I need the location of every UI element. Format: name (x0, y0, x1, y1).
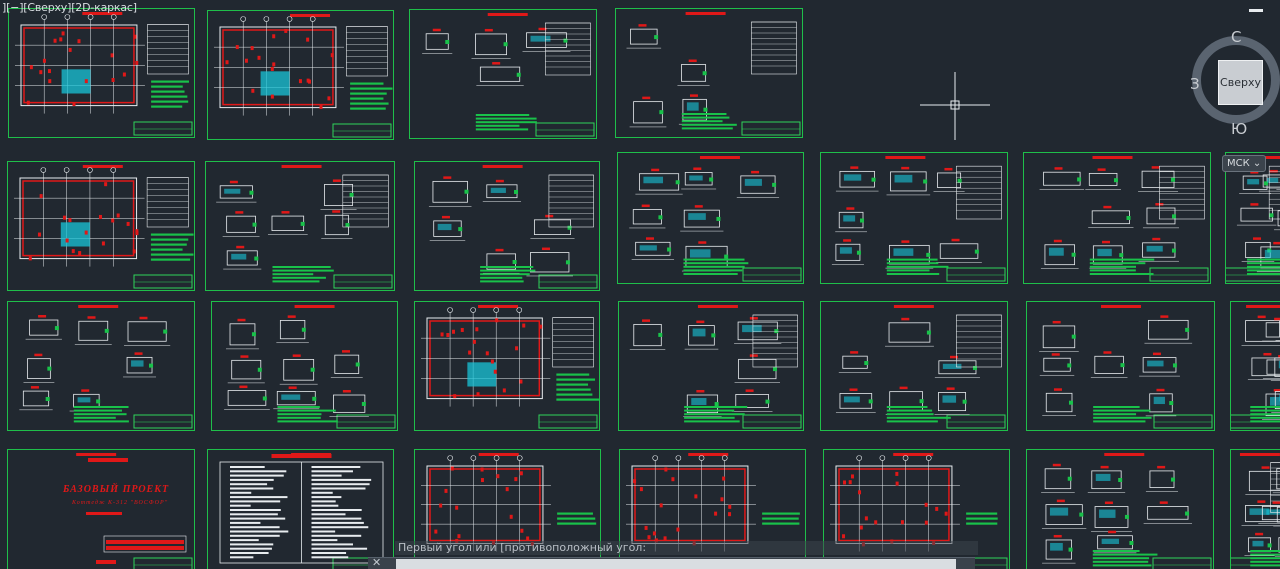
wcs-menu[interactable]: МСК ⌄ (1222, 155, 1267, 172)
drawing-sheet-index-table[interactable] (207, 449, 394, 569)
sheet-graphics (224, 305, 396, 429)
drawing-sheet-sections-i[interactable] (1026, 301, 1215, 431)
sheet-graphics (19, 305, 193, 429)
sheet-graphics (629, 305, 802, 429)
view-cube-top-face[interactable]: Сверху (1218, 60, 1263, 105)
command-bar[interactable]: ✕ (368, 556, 975, 569)
sheet-graphics (216, 165, 393, 289)
drawing-sheet-grid-plan-a[interactable] (414, 449, 601, 569)
compass-ring[interactable] (1192, 36, 1280, 124)
command-history: Первый угол или [противоположный угол: (395, 541, 978, 555)
sheet-graphics (421, 305, 599, 429)
drawing-sheet-sections-e[interactable] (1023, 152, 1211, 284)
sheet-graphics (1039, 305, 1213, 429)
sheet-graphics (214, 14, 393, 138)
sheet-graphics (428, 165, 598, 289)
drawing-sheet-sections-b[interactable] (414, 161, 600, 291)
sheet-graphics (1041, 453, 1212, 569)
drawing-sheet-column-details-a[interactable] (7, 301, 195, 431)
compass-west[interactable]: З (1190, 75, 1200, 93)
drawing-sheet-plan-foundation[interactable] (7, 161, 195, 291)
cover-subtitle: Коттедж К-312 "ВОСФОР" (72, 500, 169, 506)
chevron-down-icon: ⌄ (1252, 158, 1262, 169)
sheet-graphics (830, 453, 1008, 569)
drawing-sheet-plan-roof[interactable] (414, 301, 600, 431)
drawing-sheet-sections-f[interactable] (1225, 152, 1280, 284)
sheet-graphics (1231, 453, 1280, 567)
command-input[interactable] (396, 559, 956, 569)
compass-north[interactable]: С (1231, 28, 1242, 46)
sheet-graphics (626, 12, 801, 136)
drawing-sheet-details-grid[interactable] (409, 9, 597, 139)
drawing-sheet-grid-plan-c[interactable] (823, 449, 1010, 569)
sheet-graphics (831, 156, 1006, 282)
drawing-sheet-sections-a[interactable] (205, 161, 395, 291)
viewport-controls-label[interactable]: ][−][Сверху][2D-каркас] (2, 1, 137, 14)
home-icon[interactable] (1248, 5, 1264, 15)
sheet-graphics (422, 13, 595, 137)
sheet-graphics (1231, 305, 1280, 429)
drawing-sheet-sections-c[interactable] (617, 152, 804, 284)
crosshair-cursor (920, 72, 990, 140)
drawing-sheet-plan-floor-1[interactable] (8, 8, 195, 138)
drawing-sheet-cover[interactable]: БАЗОВЫЙ ПРОЕКТ Коттедж К-312 "ВОСФОР" (7, 449, 195, 569)
sheet-graphics (76, 453, 193, 569)
drawing-sheet-sections-d[interactable] (820, 152, 1008, 284)
drawing-sheet-column-details-c[interactable] (1026, 449, 1214, 569)
drawing-sheet-plan-floor-2[interactable] (207, 10, 394, 140)
drawing-sheet-column-details-d[interactable] (1230, 449, 1280, 569)
drawing-sheet-node-details[interactable] (615, 8, 803, 138)
wcs-label: МСК (1227, 158, 1250, 169)
sheet-graphics (1226, 156, 1280, 282)
drawing-sheet-sections-j[interactable] (1230, 301, 1280, 431)
sheet-graphics (835, 305, 1006, 429)
sheet-graphics (1039, 156, 1209, 282)
sheet-graphics (14, 165, 194, 289)
drawing-sheet-sections-g[interactable] (618, 301, 804, 431)
sheet-graphics (15, 12, 193, 136)
cover-title: БАЗОВЫЙ ПРОЕКТ (63, 484, 170, 495)
drawing-sheet-column-details-b[interactable] (211, 301, 398, 431)
close-icon[interactable]: ✕ (372, 556, 382, 569)
drawing-sheet-sections-h[interactable] (820, 301, 1008, 431)
view-cube[interactable]: С Ю З Сверху (1190, 28, 1280, 146)
compass-south[interactable]: Ю (1231, 120, 1248, 138)
sheet-graphics (629, 156, 802, 282)
sheet-graphics (219, 453, 392, 569)
